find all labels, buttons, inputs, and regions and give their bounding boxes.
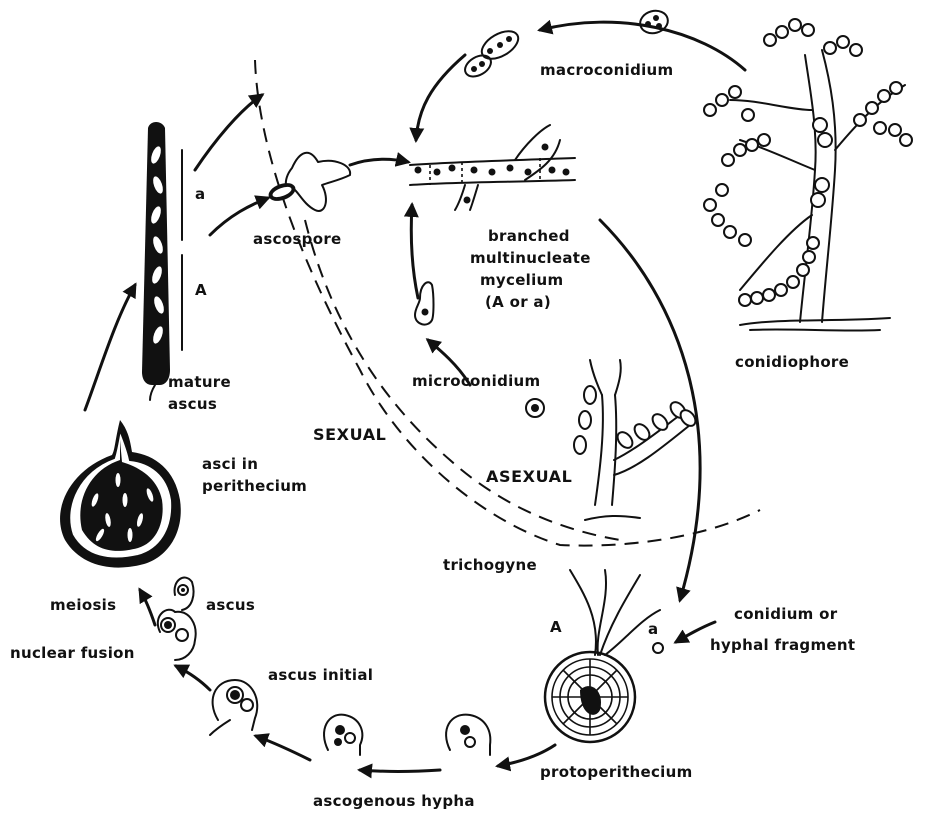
label-ascogenous-hypha: ascogenous hypha [313, 792, 475, 810]
ascus-initial-figure [210, 680, 257, 735]
perithecium-figure [60, 420, 181, 568]
label-conidium-1: conidium or [734, 605, 838, 623]
label-proto-A: A [550, 618, 562, 636]
microconidiophore-figure [574, 360, 698, 520]
label-protoperithecium: protoperithecium [540, 763, 693, 781]
ascus-stages-figure [158, 578, 196, 660]
label-asci-2: perithecium [202, 477, 307, 495]
label-mycelium-3: mycelium [480, 271, 563, 289]
label-conidiophore: conidiophore [735, 353, 849, 371]
arrow-ascospore-to-mycelium [350, 159, 408, 165]
label-trichogyne: trichogyne [443, 556, 537, 574]
label-mature-ascus-2: ascus [168, 395, 217, 413]
mycelium-figure [410, 125, 575, 210]
arrow-perithecium-to-ascus [85, 285, 135, 410]
label-conidium-2: hyphal fragment [710, 636, 855, 654]
arrow-macroconidium-to-mycelium [416, 55, 465, 140]
label-ascus: ascus [206, 596, 255, 614]
conidium-dot [653, 643, 663, 653]
arrow-ascus-top-to-divider [195, 95, 262, 170]
arrow-initial-to-fusion [176, 666, 210, 690]
label-mating-type-a: a [195, 185, 205, 203]
mature-ascus-figure [142, 122, 182, 400]
label-macroconidium: macroconidium [540, 61, 673, 79]
label-mycelium-1: branched [488, 227, 570, 245]
label-microconidium: microconidium [412, 372, 540, 390]
protoperithecium-figure [545, 570, 660, 742]
label-mating-type-A: A [195, 281, 207, 299]
label-asexual: ASEXUAL [486, 467, 572, 486]
ascogenous-hypha-figure [324, 715, 490, 755]
conidiophore-figure [704, 19, 912, 331]
arrow-fusion-to-meiosis [140, 590, 155, 625]
label-mycelium-4: (A or a) [485, 293, 551, 311]
label-ascus-initial: ascus initial [268, 666, 373, 684]
label-asci-1: asci in [202, 455, 258, 473]
label-ascospore: ascospore [253, 230, 342, 248]
arrow-hypha-to-initial [256, 736, 310, 760]
arrow-hypha-to-hypha [360, 770, 440, 772]
label-sexual: SEXUAL [313, 425, 386, 444]
label-meiosis: meiosis [50, 596, 116, 614]
label-mycelium-2: multinucleate [470, 249, 591, 267]
label-proto-a: a [648, 620, 658, 638]
label-nuclear-fusion: nuclear fusion [10, 644, 135, 662]
label-mature-ascus-1: mature [168, 373, 231, 391]
arrow-microconidium-to-mycelium [411, 205, 418, 298]
labels: macroconidium conidiophore ascospore bra… [10, 61, 855, 810]
